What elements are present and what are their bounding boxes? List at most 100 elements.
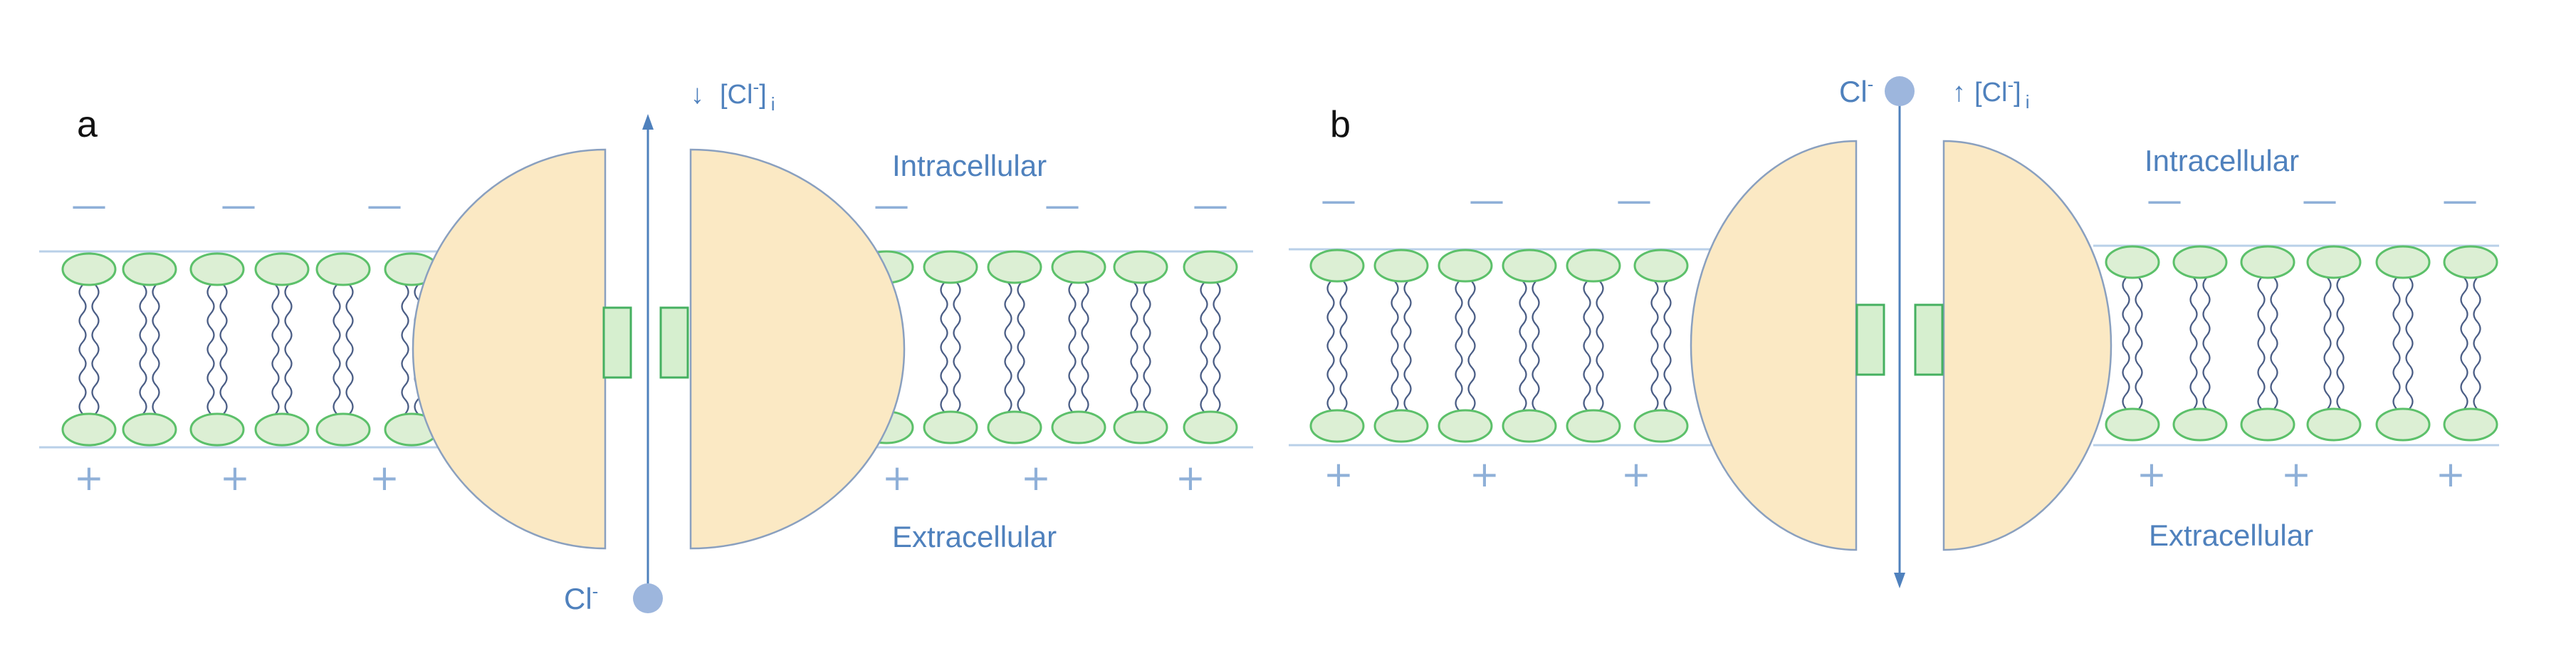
lipid-tail bbox=[206, 284, 215, 415]
lipid-tail bbox=[1403, 281, 1412, 411]
panel-a-chloride-ion bbox=[633, 583, 663, 613]
lipid-head bbox=[1113, 250, 1168, 284]
lipid-head bbox=[2172, 245, 2228, 279]
lipid-head bbox=[122, 252, 177, 286]
panel-a: a Cl- ↓[Cl-]i Intracellular Extracellula… bbox=[39, 76, 1253, 615]
lipid-head bbox=[1309, 249, 1365, 283]
lipid-tail bbox=[1519, 281, 1527, 411]
lipid-head bbox=[122, 412, 177, 447]
panel-b-intracellular-label: Intracellular bbox=[2145, 144, 2299, 177]
lipid-tail bbox=[2257, 277, 2266, 410]
lipid-head bbox=[987, 410, 1042, 444]
panel-b-extracellular-label: Extracellular bbox=[2149, 519, 2313, 552]
lipid-head bbox=[2240, 407, 2295, 442]
lipid-tail bbox=[1583, 281, 1591, 411]
lipid-head bbox=[61, 412, 117, 447]
lipid-head bbox=[1633, 249, 1689, 283]
positive-charge-sign: + bbox=[2281, 454, 2311, 495]
lipid-head bbox=[1373, 249, 1429, 283]
lipid-head bbox=[1309, 409, 1365, 443]
lipid-head bbox=[1502, 409, 1557, 443]
lipid-tail bbox=[1455, 281, 1463, 411]
lipid-head bbox=[1566, 249, 1621, 283]
positive-charge-sign: + bbox=[882, 457, 912, 499]
negative-charge-sign: — bbox=[874, 184, 909, 226]
phospholipid bbox=[315, 252, 371, 447]
lipid-tail bbox=[2473, 277, 2481, 410]
lipid-tail bbox=[1068, 282, 1077, 412]
lipid-head bbox=[254, 412, 310, 447]
lipid-head bbox=[2443, 245, 2498, 279]
negative-charge-sign: — bbox=[71, 184, 107, 226]
positive-charge-sign: + bbox=[2436, 454, 2466, 495]
lipid-tail bbox=[139, 284, 147, 415]
lipid-tail bbox=[91, 284, 100, 415]
phospholipid bbox=[1183, 250, 1238, 444]
phospholipid bbox=[1502, 249, 1557, 443]
phospholipid bbox=[2443, 245, 2498, 442]
phospholipid bbox=[2306, 245, 2362, 442]
negative-charge-sign: — bbox=[1616, 179, 1652, 221]
phospholipid bbox=[1373, 249, 1429, 443]
panel-a-extracellular-label: Extracellular bbox=[892, 520, 1057, 553]
lipid-tail bbox=[1326, 281, 1335, 411]
positive-charge-sign: + bbox=[2137, 454, 2167, 495]
panel-a-channel-right-half bbox=[689, 148, 906, 550]
lipid-head bbox=[1051, 410, 1106, 444]
panel-b-gate-left bbox=[1855, 303, 1885, 376]
lipid-head bbox=[1633, 409, 1689, 443]
lipid-tail bbox=[2270, 277, 2278, 410]
lipid-tail bbox=[1130, 282, 1138, 412]
lipid-head bbox=[1051, 250, 1106, 284]
lipid-tail bbox=[1200, 282, 1208, 412]
panel-b-charges: ——————++++++ bbox=[1321, 179, 2478, 495]
lipid-head bbox=[1438, 249, 1493, 283]
panel-b-channel-right-half bbox=[1942, 140, 2112, 551]
positive-charge-sign: + bbox=[1621, 454, 1651, 495]
lipid-head bbox=[2240, 245, 2295, 279]
lipid-head bbox=[189, 412, 245, 447]
phospholipid bbox=[1566, 249, 1621, 443]
lipid-head bbox=[2306, 245, 2362, 279]
lipid-head bbox=[1438, 409, 1493, 443]
panel-a-concentration-label: ↓[Cl-]i bbox=[691, 76, 775, 115]
panel-b-lipid-bilayer bbox=[1309, 245, 2498, 443]
lipid-head bbox=[1566, 409, 1621, 443]
lipid-tail bbox=[1663, 281, 1672, 411]
panel-b: b Cl- ↑[Cl-]i Intracellular Extracellula… bbox=[1289, 73, 2499, 588]
lipid-tail bbox=[2323, 277, 2332, 410]
phospholipid bbox=[61, 252, 117, 447]
lipid-tail bbox=[1213, 282, 1221, 412]
lipid-tail bbox=[940, 282, 948, 412]
lipid-tail bbox=[401, 284, 409, 415]
panel-a-gate-right bbox=[659, 306, 689, 379]
negative-charge-sign: — bbox=[1044, 184, 1080, 226]
lipid-tail bbox=[1596, 281, 1604, 411]
lipid-head bbox=[315, 252, 371, 286]
lipid-tail bbox=[2336, 277, 2345, 410]
negative-charge-sign: — bbox=[1469, 179, 1504, 221]
panel-a-channel-left-half bbox=[412, 148, 607, 550]
negative-charge-sign: — bbox=[367, 184, 402, 226]
panel-a-letter: a bbox=[77, 104, 98, 145]
lipid-tail bbox=[2135, 277, 2143, 410]
lipid-head bbox=[254, 252, 310, 286]
lipid-tail bbox=[1004, 282, 1012, 412]
positive-charge-sign: + bbox=[1324, 454, 1354, 495]
phospholipid bbox=[189, 252, 245, 447]
phospholipid bbox=[2172, 245, 2228, 442]
lipid-tail bbox=[1391, 281, 1399, 411]
panel-b-chloride-ion bbox=[1885, 76, 1915, 106]
lipid-tail bbox=[2202, 277, 2211, 410]
lipid-head bbox=[315, 412, 371, 447]
lipid-tail bbox=[219, 284, 228, 415]
panel-b-ion-label: Cl- bbox=[1839, 73, 1873, 108]
panel-a-charges: ——————++++++ bbox=[71, 184, 1228, 499]
lipid-tail bbox=[1017, 282, 1025, 412]
lipid-tail bbox=[2405, 277, 2414, 410]
lipid-head bbox=[2306, 407, 2362, 442]
up-arrow-icon: ↑ bbox=[1952, 78, 1966, 108]
phospholipid bbox=[987, 250, 1042, 444]
lipid-tail bbox=[953, 282, 961, 412]
lipid-head bbox=[987, 250, 1042, 284]
